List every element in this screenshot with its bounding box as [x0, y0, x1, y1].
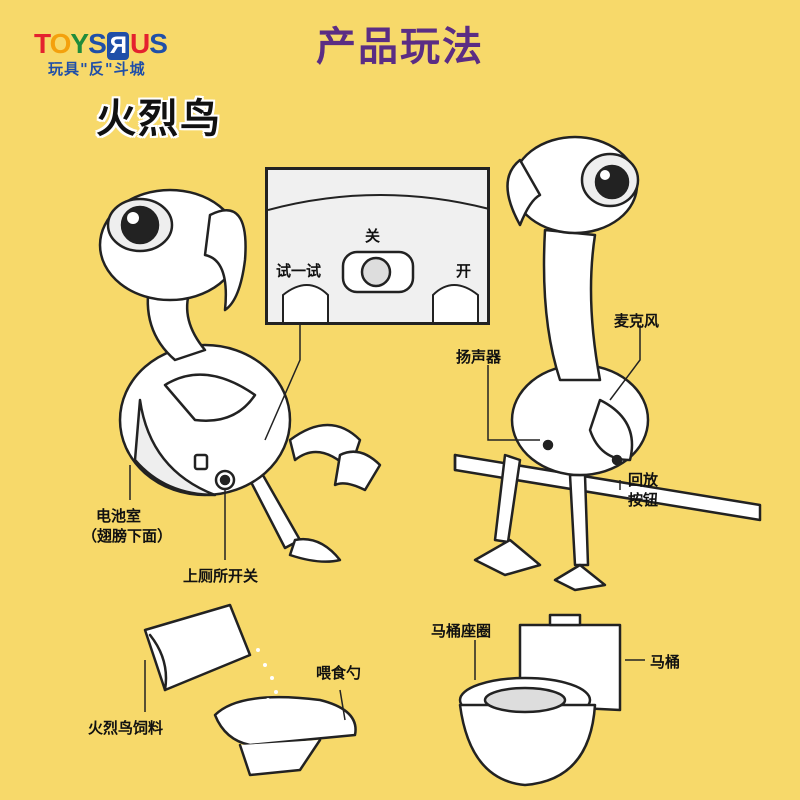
switch-inset: 关 试一试 开	[265, 167, 490, 325]
logo-letter: S	[149, 28, 168, 59]
playback-button-sublabel: 按钮	[628, 491, 659, 509]
toilet-label: 马桶	[650, 653, 681, 671]
logo-letter: S	[88, 28, 107, 59]
logo-letter: T	[34, 28, 51, 59]
page-title: 产品玩法	[316, 24, 484, 70]
battery-compartment-label: 电池室	[96, 507, 142, 525]
logo-letter-star: Я	[106, 32, 130, 60]
logo-subtitle: 玩具"反"斗城	[48, 60, 146, 78]
microphone-label: 麦克风	[614, 312, 660, 330]
toilet-switch-label: 上厕所开关	[183, 567, 259, 585]
feeding-spoon-label: 喂食勺	[316, 664, 362, 682]
product-name: 火烈鸟	[96, 96, 222, 142]
switch-on-label: 开	[456, 262, 472, 280]
switch-try-label: 试一试	[276, 262, 322, 280]
playback-button-label: 回放	[628, 471, 659, 489]
logo-letter: Y	[70, 28, 89, 59]
logo-letter: U	[130, 28, 150, 59]
battery-compartment-sublabel: （翅膀下面）	[82, 527, 173, 545]
switch-off-label: 关	[365, 227, 381, 245]
logo-letter: O	[49, 28, 72, 59]
toilet-seat-label: 马桶座圈	[431, 622, 492, 640]
speaker-label: 扬声器	[456, 348, 502, 366]
switch-inset-graphic	[268, 170, 487, 322]
flamingo-food-label: 火烈鸟饲料	[88, 719, 164, 737]
switch-knob	[360, 256, 392, 288]
